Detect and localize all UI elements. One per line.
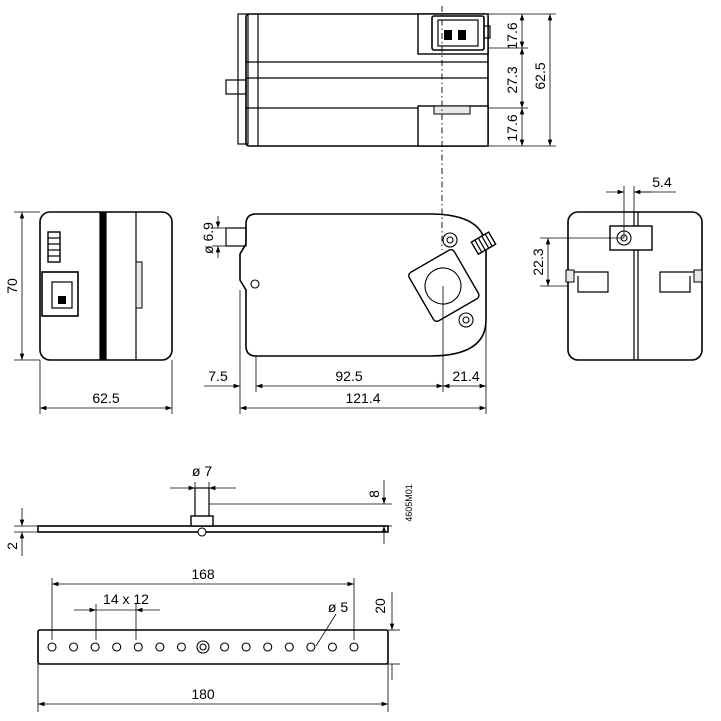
bracket-hole [69, 642, 79, 652]
top-view-left-flange [237, 13, 249, 145]
dim-text: 20 [372, 598, 388, 614]
dim-text: 22.3 [530, 248, 546, 275]
drawing-reference-code: 4605M01 [404, 484, 414, 522]
top-view: 17.6 27.3 17.6 62.5 [225, 6, 556, 250]
right-view-slot [659, 271, 702, 293]
dim-text: 180 [191, 686, 215, 702]
dim-text: 17.6 [504, 22, 520, 49]
bracket-rivet [197, 527, 207, 537]
side-view-screw-center [462, 316, 470, 324]
dim-leader [315, 613, 337, 647]
front-view-seam [100, 212, 106, 360]
dim-text: 7.5 [208, 368, 228, 384]
dim-text: 21.4 [452, 368, 479, 384]
bracket-hole [284, 642, 294, 652]
front-view-connector-inner [51, 281, 73, 309]
dim-text: 92.5 [335, 368, 362, 384]
dim-text: 2 [4, 542, 20, 550]
bracket-hole [306, 642, 316, 652]
bracket-hole-row [47, 640, 359, 654]
dim-text: 168 [191, 566, 215, 582]
dim-text: ø 7 [192, 463, 212, 479]
dim-text: 70 [4, 278, 20, 294]
right-view-tab [565, 269, 575, 283]
side-view-release-button [250, 279, 260, 289]
dim-text: 17.6 [504, 114, 520, 141]
dim-text: ø 5 [328, 599, 348, 615]
bracket-hole [133, 642, 143, 652]
dim-text: 121.4 [345, 390, 380, 406]
bracket-hole [155, 642, 165, 652]
bracket-hole [263, 642, 273, 652]
bracket-hole [47, 642, 57, 652]
top-view-connector-pin [444, 30, 452, 40]
bracket-hole [327, 642, 337, 652]
top-view-connector-housing [417, 13, 489, 55]
bracket-hole [220, 642, 230, 652]
bracket-side-view: ø 7 8 2 4605M01 [4, 463, 414, 556]
dim-text: 14 x 12 [103, 591, 149, 607]
top-view-connector-pin [458, 30, 466, 40]
side-view-shaft-clamp [408, 249, 480, 322]
front-view-gear-strip [135, 261, 143, 309]
dim-text: 5.4 [652, 174, 672, 190]
front-view-connector-pin [58, 296, 66, 304]
side-view-clamp-screw [470, 231, 497, 256]
side-view-screw-center [446, 236, 454, 244]
bracket-center-hole-inner [199, 643, 207, 651]
dim-text: 62.5 [92, 390, 119, 406]
top-view-gear-strip [433, 105, 471, 115]
dim-text: 62.5 [532, 62, 548, 89]
dim-text: ø 6.9 [200, 222, 216, 254]
top-view-shaft-stub [225, 79, 247, 95]
dim-text: 27.3 [504, 66, 520, 93]
side-view-body [239, 213, 487, 357]
side-view-shaft-stub [225, 227, 247, 247]
front-view-screw [47, 231, 61, 263]
bracket-hole [176, 642, 186, 652]
bracket-hole [112, 642, 122, 652]
bracket-plate-plan [37, 629, 389, 665]
right-view-slot [568, 271, 609, 293]
front-view: 70 62.5 [4, 211, 173, 414]
right-view-tab [693, 269, 703, 283]
top-view-connector-tab [483, 25, 491, 39]
bracket-pin-collar [190, 515, 214, 527]
bracket-hole [241, 642, 251, 652]
bracket-plate-side [37, 525, 389, 533]
right-view: 5.4 22.3 [530, 174, 703, 361]
bracket-plan-view: 168 14 x 12 ø 5 20 180 [37, 566, 400, 712]
front-view-connector [41, 271, 79, 317]
bracket-hole [349, 642, 359, 652]
dim-text: 8 [366, 490, 382, 498]
bracket-hole [90, 642, 100, 652]
top-view-connector-inner [437, 19, 479, 47]
side-view: ø 6.9 7.5 92.5 21.4 121.4 [200, 213, 497, 414]
